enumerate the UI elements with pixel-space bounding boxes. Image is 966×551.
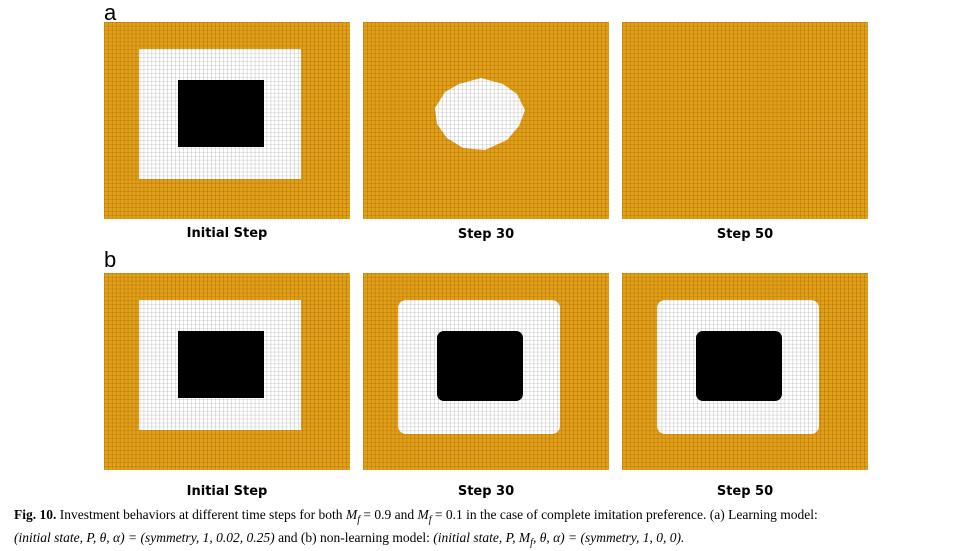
step-label-a-initial: Initial Step (186, 226, 268, 241)
caption-mid: and (b) non-learning model: (274, 529, 434, 545)
step-label-b-step50: Step 50 (716, 484, 774, 499)
caption-mf2-sub: f (428, 514, 432, 526)
grid-panel-b-step30 (363, 273, 609, 470)
lattice-svg (104, 273, 350, 470)
caption-mf1: M (345, 507, 358, 522)
lattice-svg (104, 22, 350, 219)
caption-b-tuple-end: , θ, α) (532, 529, 565, 545)
caption-eq2: = 0.1 in the case of complete imitation … (431, 507, 818, 522)
lattice-svg (363, 273, 609, 470)
grid-panel-a-step30 (363, 22, 609, 219)
panel-letter-a: a (104, 0, 117, 25)
figure-caption: Fig. 10. Investment behaviors at differe… (14, 506, 958, 551)
caption-mf1-sub: f (357, 514, 360, 526)
lattice-background (622, 22, 868, 219)
step-label-b-step30: Step 30 (457, 484, 515, 499)
caption-a-tuple: (initial state, P, θ, α) (14, 529, 125, 545)
step-label-b-initial: Initial Step (186, 484, 268, 499)
lattice-svg (622, 22, 868, 219)
lattice-svg (363, 22, 609, 219)
black-region (178, 80, 264, 147)
step-label-a-step50: Step 50 (716, 227, 774, 242)
caption-a-value: = (symmetry, 1, 0.02, 0.25) (124, 529, 275, 545)
grid-panel-a-step50 (622, 22, 868, 219)
caption-mf2: M (417, 507, 429, 522)
caption-fig-label: Fig. 10. (14, 507, 57, 522)
grid-panel-a-initial (104, 22, 350, 219)
black-region (696, 331, 782, 401)
black-region (437, 331, 523, 401)
white-region (435, 78, 525, 150)
lattice-svg (622, 273, 868, 470)
caption-text-1: Investment behaviors at different time s… (59, 507, 346, 522)
grid-panel-b-step50 (622, 273, 868, 470)
step-label-a-step30: Step 30 (457, 227, 515, 242)
panel-letter-b: b (104, 247, 117, 272)
caption-b-value: = (symmetry, 1, 0, 0). (564, 529, 685, 545)
grid-panel-b-initial (104, 273, 350, 470)
caption-eq1: = 0.9 and (359, 507, 418, 522)
caption-b-tuple: (initial state, P, M (433, 529, 531, 545)
black-region (178, 331, 264, 398)
